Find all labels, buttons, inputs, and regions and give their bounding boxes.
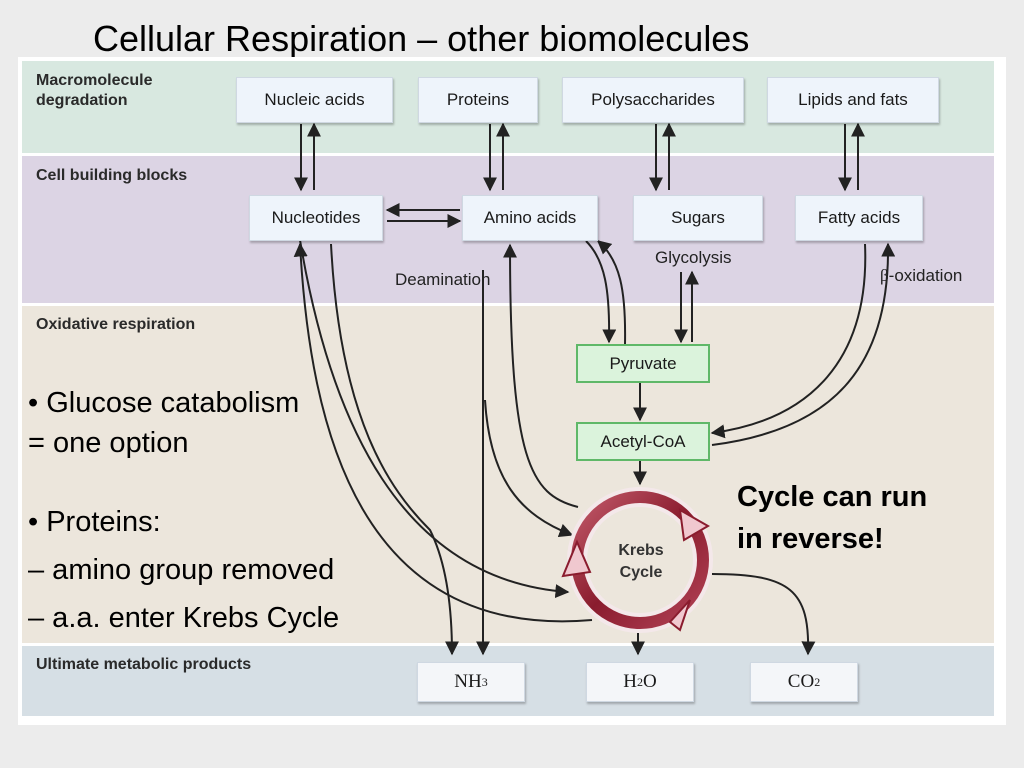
box-amino-acids: Amino acids: [462, 195, 598, 241]
nh3-base: NH: [454, 671, 482, 692]
note-line1: Cycle can run: [737, 481, 928, 513]
krebs-arrowhead-1: [678, 508, 710, 542]
bullet-glucose-line2: = one option: [28, 427, 189, 459]
band-label-oxidative: Oxidative respiration: [36, 316, 196, 333]
box-proteins: Proteins: [418, 77, 538, 123]
box-pyruvate: Pyruvate: [576, 344, 710, 383]
beta-symbol: β: [880, 266, 889, 285]
krebs-arrowhead-2: [668, 599, 691, 632]
bullet-glucose-line1: • Glucose catabolism: [28, 387, 300, 419]
bullet-proteins: • Proteins: – amino group removed – a.a.…: [28, 498, 339, 642]
arrow-aa-to-krebs: [484, 399, 574, 538]
nh3-sub: 3: [481, 674, 488, 689]
krebs-line1: Krebs: [618, 542, 664, 559]
reverse-cycle-note: Cycle can run in reverse!: [737, 476, 927, 560]
arrow-nucleotides-to-nh3: [330, 243, 459, 656]
arrow-pyruvate-to-aa: [596, 240, 627, 345]
krebs-cycle-label: Krebs Cycle: [606, 540, 676, 584]
krebs-line2: Cycle: [619, 564, 663, 581]
h2o-base: H: [623, 671, 637, 692]
box-nucleic-acids: Nucleic acids: [236, 77, 393, 123]
beta-oxidation-text: -oxidation: [888, 266, 963, 285]
bullet-proteins-head: • Proteins:: [28, 506, 161, 538]
band-label-degradation-line2: degradation: [36, 92, 128, 109]
band-label-ultimate: Ultimate metabolic products: [36, 656, 252, 673]
box-fatty-acids: Fatty acids: [795, 195, 923, 241]
co2-base: CO: [787, 671, 815, 692]
band-label-building: Cell building blocks: [36, 167, 188, 184]
bullet-glucose: • Glucose catabolism = one option: [28, 383, 299, 463]
bullet-amino-removed: – amino group removed: [28, 554, 335, 586]
note-line2: in reverse!: [737, 523, 884, 555]
arrow-fatty-to-acetyl: [710, 243, 867, 439]
arrow-krebs-to-co2: [711, 573, 816, 656]
arrow-nucleotides-to-krebs: [299, 239, 570, 599]
box-polysaccharides: Polysaccharides: [562, 77, 744, 123]
arrow-krebs-to-nucleotides: [293, 242, 593, 623]
bullet-enter-krebs: – a.a. enter Krebs Cycle: [28, 602, 340, 634]
label-beta-oxidation: β-oxidation: [880, 266, 962, 286]
box-acetyl-coa: Acetyl-CoA: [576, 422, 710, 461]
slide-title: Cellular Respiration – other biomolecule…: [93, 18, 750, 59]
h2o-tail: O: [643, 671, 657, 692]
box-sugars: Sugars: [633, 195, 763, 241]
band-oxidative-respiration: Oxidative respiration: [22, 306, 994, 643]
h2o-sub: 2: [637, 674, 643, 689]
box-lipids-and-fats: Lipids and fats: [767, 77, 939, 123]
band-label-degradation-line1: Macromolecule: [36, 72, 153, 89]
label-glycolysis: Glycolysis: [655, 248, 732, 267]
label-deamination: Deamination: [395, 270, 491, 289]
co2-sub: 2: [814, 674, 821, 689]
arrow-krebs-to-aa: [503, 243, 579, 508]
arrow-acetyl-to-fatty: [711, 242, 896, 446]
box-nucleotides: Nucleotides: [249, 195, 383, 241]
arrow-aa-to-pyruvate: [585, 240, 617, 344]
band-label-degradation: Macromolecule degradation: [36, 71, 152, 111]
krebs-arrowhead-3: [561, 539, 592, 578]
